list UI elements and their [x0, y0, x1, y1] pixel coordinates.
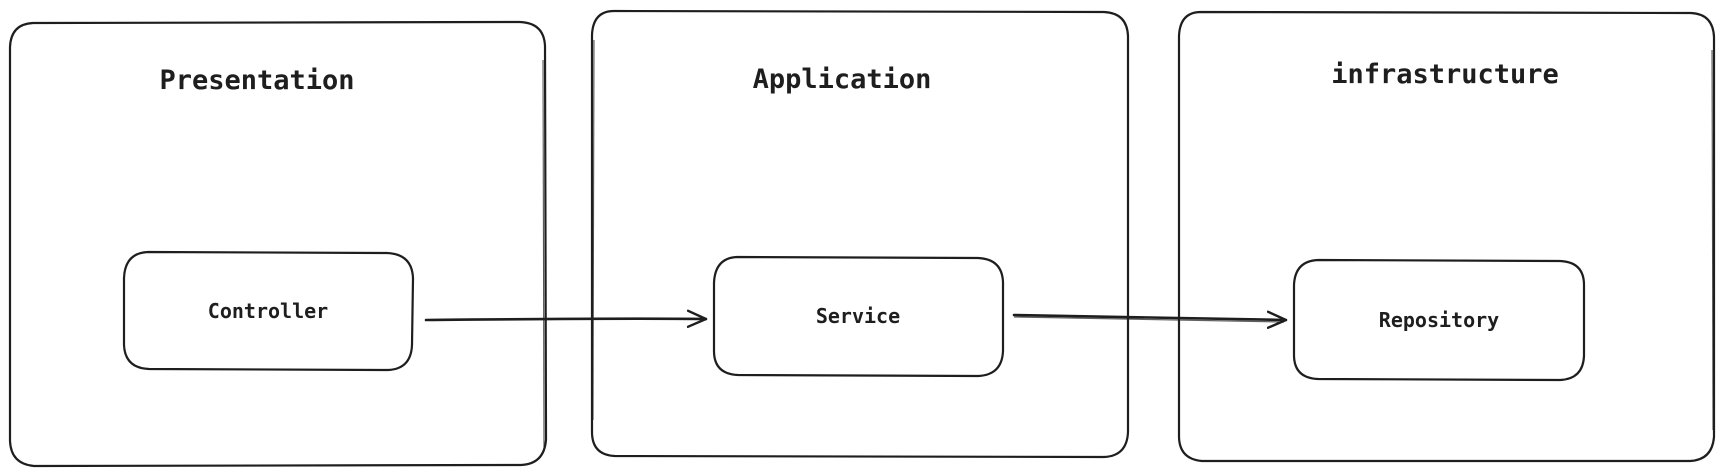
- component-controller: Controller: [122, 250, 415, 372]
- component-service: Service: [712, 255, 1005, 378]
- layer-application: Application: [590, 9, 1130, 459]
- arrow-service-to-repository: [1012, 315, 1288, 322]
- layer-title-infrastructure: infrastructure: [1331, 59, 1559, 90]
- arrow-controller-to-service: [424, 319, 708, 320]
- component-label-controller: Controller: [208, 299, 328, 323]
- layer-title-application: Application: [753, 64, 932, 95]
- layer-title-presentation: Presentation: [159, 65, 354, 96]
- component-repository: Repository: [1292, 258, 1586, 382]
- layer-presentation: Presentation: [8, 20, 548, 468]
- component-label-repository: Repository: [1379, 308, 1499, 332]
- component-label-service: Service: [816, 304, 900, 328]
- layer-infrastructure: infrastructure: [1177, 10, 1716, 463]
